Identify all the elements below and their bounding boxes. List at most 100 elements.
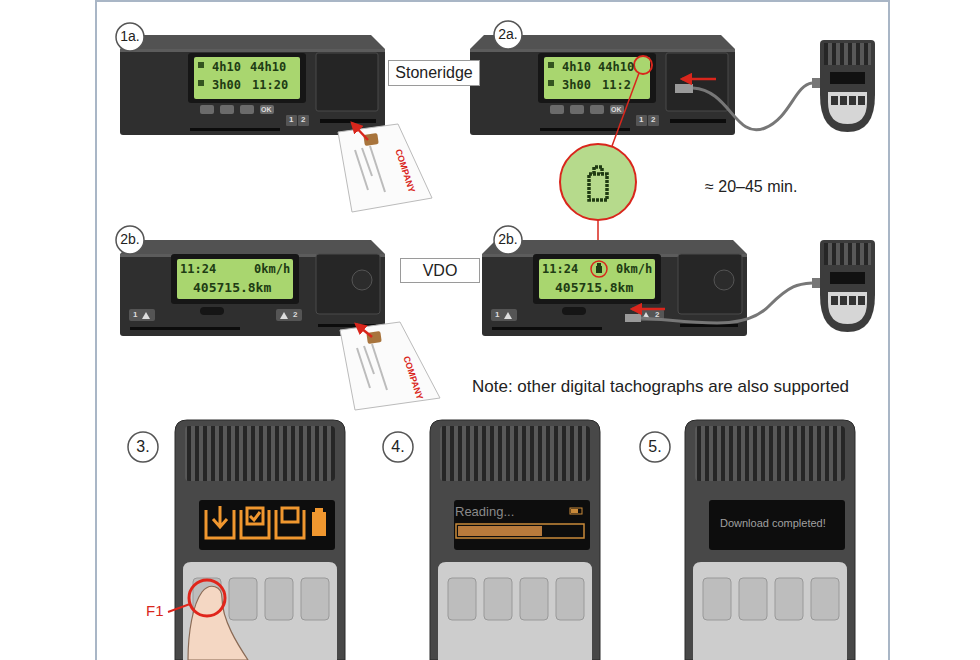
button-label: 2 bbox=[293, 311, 297, 319]
button-label: 1 bbox=[639, 116, 643, 124]
zoomed-download-icon bbox=[594, 167, 602, 174]
brand-box: VDO bbox=[400, 258, 480, 283]
plug-arrow bbox=[632, 308, 665, 311]
step-circle-outline bbox=[116, 23, 144, 51]
highlight-circle bbox=[634, 56, 652, 74]
company-card bbox=[372, 344, 387, 390]
step-number-text: 2b. bbox=[498, 232, 517, 247]
step-circle-outline bbox=[128, 432, 158, 462]
menu-icons bbox=[312, 512, 326, 536]
lcd-text: 11:24 bbox=[180, 263, 216, 275]
company-card bbox=[340, 322, 440, 410]
download-key-device bbox=[812, 240, 875, 332]
step-number-text: 3. bbox=[136, 438, 149, 456]
step-number: 2b. bbox=[493, 225, 523, 255]
step-number: 4. bbox=[382, 431, 414, 463]
company-card bbox=[355, 150, 368, 190]
button-highlight bbox=[189, 580, 225, 616]
company-card bbox=[370, 146, 385, 192]
lcd-download-icon bbox=[597, 263, 601, 266]
menu-icons bbox=[276, 510, 304, 538]
lcd-text: 405715.8km bbox=[555, 281, 633, 294]
button-label: OK bbox=[611, 106, 622, 113]
lcd-download-icon bbox=[591, 261, 607, 277]
button-label: 2 bbox=[301, 116, 305, 124]
cable-plug bbox=[675, 84, 693, 93]
step-number: 3. bbox=[127, 431, 159, 463]
brand-box: Stoneridge bbox=[388, 60, 480, 86]
company-card bbox=[362, 148, 372, 176]
lcd-text: 44h10 bbox=[250, 61, 286, 73]
button-label: 1 bbox=[133, 311, 137, 319]
menu-icons bbox=[250, 512, 260, 520]
page-frame bbox=[96, 0, 889, 660]
page-frame bbox=[96, 0, 889, 2]
zoomed-download-icon bbox=[560, 144, 636, 220]
support-note: Note: other digital tachographs are also… bbox=[472, 378, 849, 395]
step-circle-outline bbox=[116, 226, 144, 254]
progress-bar bbox=[571, 509, 578, 513]
lcd-text: 3h00 bbox=[562, 79, 591, 91]
zoomed-download-icon bbox=[589, 174, 607, 200]
download-key-closeup bbox=[430, 420, 600, 660]
button-label: OK bbox=[261, 106, 272, 113]
button-label: 2 bbox=[651, 116, 655, 124]
lcd-text: 0km/h bbox=[616, 263, 652, 275]
lcd-text: 0km/h bbox=[254, 263, 290, 275]
company-card bbox=[364, 346, 374, 374]
lcd-text: 4h10 bbox=[212, 61, 241, 73]
menu-icons bbox=[282, 508, 298, 522]
lcd-text: 405715.8km bbox=[193, 281, 271, 294]
page-frame bbox=[888, 0, 890, 660]
download-cable bbox=[641, 283, 812, 323]
lcd-text: 4h10 bbox=[562, 61, 591, 73]
company-card bbox=[338, 124, 432, 212]
stoneridge-tachograph bbox=[120, 35, 385, 135]
screen-text: Reading... bbox=[455, 505, 514, 518]
duration-note: ≈ 20–45 min. bbox=[705, 179, 797, 195]
step-circle-outline bbox=[383, 432, 413, 462]
leader-line bbox=[168, 604, 190, 612]
company-card bbox=[338, 124, 432, 212]
zoomed-download-icon bbox=[560, 144, 636, 220]
progress-bar bbox=[456, 524, 584, 538]
page-frame bbox=[95, 0, 97, 660]
screen-text: Download completed! bbox=[720, 518, 826, 529]
lcd-text: 11:20 bbox=[252, 79, 288, 91]
cable-plug bbox=[625, 314, 641, 322]
step-circle-outline bbox=[494, 21, 522, 49]
button-label: 1 bbox=[289, 116, 293, 124]
button-label: 2 bbox=[655, 311, 659, 319]
company-card bbox=[363, 133, 378, 146]
lcd-text: 11:24 bbox=[542, 263, 578, 275]
company-card bbox=[340, 322, 440, 410]
step-number-text: 2b. bbox=[120, 232, 139, 247]
lcd-download-icon bbox=[591, 261, 607, 277]
stoneridge-tachograph bbox=[470, 35, 735, 135]
download-key-closeup bbox=[685, 420, 855, 660]
menu-icons bbox=[315, 508, 323, 512]
plug-arrow bbox=[682, 78, 716, 81]
menu-icons bbox=[206, 506, 326, 538]
lcd-text: 11:2 bbox=[602, 79, 631, 91]
download-cable bbox=[693, 83, 812, 130]
brand-name: Stoneridge bbox=[395, 64, 472, 82]
button-label: 1 bbox=[495, 311, 499, 319]
insert-arrow bbox=[356, 324, 372, 337]
step-number-text: 5. bbox=[648, 438, 661, 456]
step-number-text: 2a. bbox=[498, 27, 517, 42]
download-key-closeup bbox=[175, 420, 345, 660]
step-number: 5. bbox=[639, 431, 671, 463]
menu-icons bbox=[213, 506, 227, 527]
insert-arrow bbox=[352, 123, 368, 140]
progress-bar bbox=[458, 526, 542, 536]
vdo-tachograph bbox=[120, 240, 385, 336]
step-number-text: 1a. bbox=[120, 29, 139, 44]
step-circle-outline bbox=[494, 226, 522, 254]
step-number-text: 4. bbox=[391, 438, 404, 456]
lcd-download-icon bbox=[596, 266, 602, 273]
progress-bar bbox=[570, 508, 582, 514]
